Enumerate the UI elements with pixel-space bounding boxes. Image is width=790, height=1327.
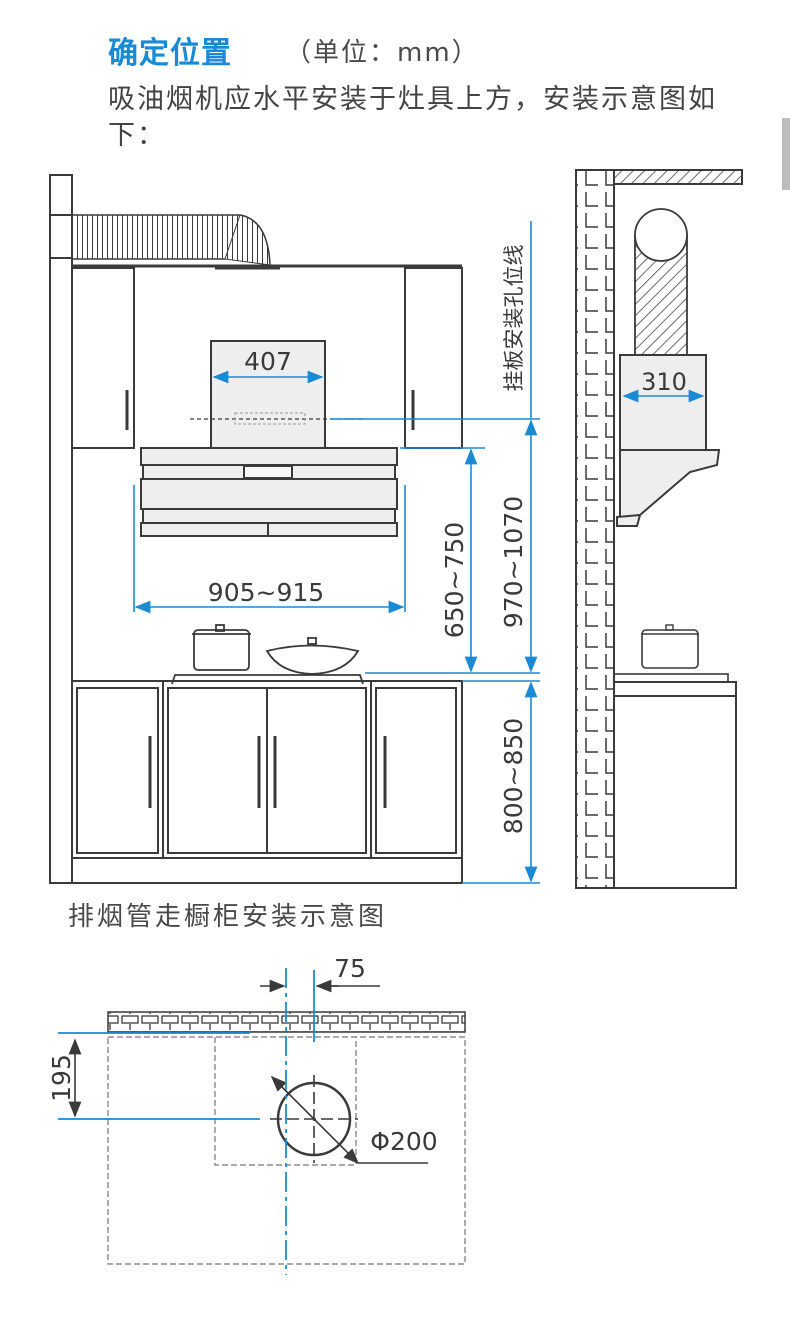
chimney — [210, 340, 326, 450]
dim-counter-height: 800~850 — [499, 718, 528, 834]
dim-hood-width: 905~915 — [208, 578, 324, 607]
top-dimensions-blue — [58, 968, 315, 1275]
range-hood — [140, 447, 398, 537]
dim-depth: 310 — [641, 368, 687, 396]
pot — [192, 624, 251, 671]
front-view — [49, 174, 463, 884]
scrollbar[interactable] — [782, 118, 790, 190]
dim-wall-distance: 195 — [47, 1054, 76, 1102]
dim-hood-to-stove: 650~750 — [440, 522, 469, 638]
flex-duct — [72, 215, 242, 259]
side-hood — [619, 449, 721, 522]
front-dimensions — [133, 221, 540, 884]
dim-chimney-width: 407 — [244, 347, 292, 376]
unit-label: （单位：mm） — [285, 38, 480, 68]
dim-offset: 75 — [334, 954, 366, 983]
wok — [265, 637, 360, 675]
side-view — [575, 169, 743, 889]
wall-column — [49, 174, 73, 884]
side-dimensions: 310 — [622, 368, 705, 403]
ceiling — [613, 169, 743, 185]
front-view-caption: 排烟管走橱柜安装示意图 — [68, 902, 388, 932]
mount-hole-label: 挂板安装孔位线 — [502, 245, 526, 392]
section-title: 确定位置 — [108, 36, 232, 71]
dim-diameter: Φ200 — [370, 1127, 437, 1156]
top-view — [68, 979, 466, 1265]
dim-mount-to-stove: 970~1070 — [499, 496, 528, 628]
side-chimney — [619, 354, 707, 451]
description-text: 吸油烟机应水平安装于灶具上方，安装示意图如下： — [108, 84, 717, 151]
brick-wall — [575, 169, 615, 889]
